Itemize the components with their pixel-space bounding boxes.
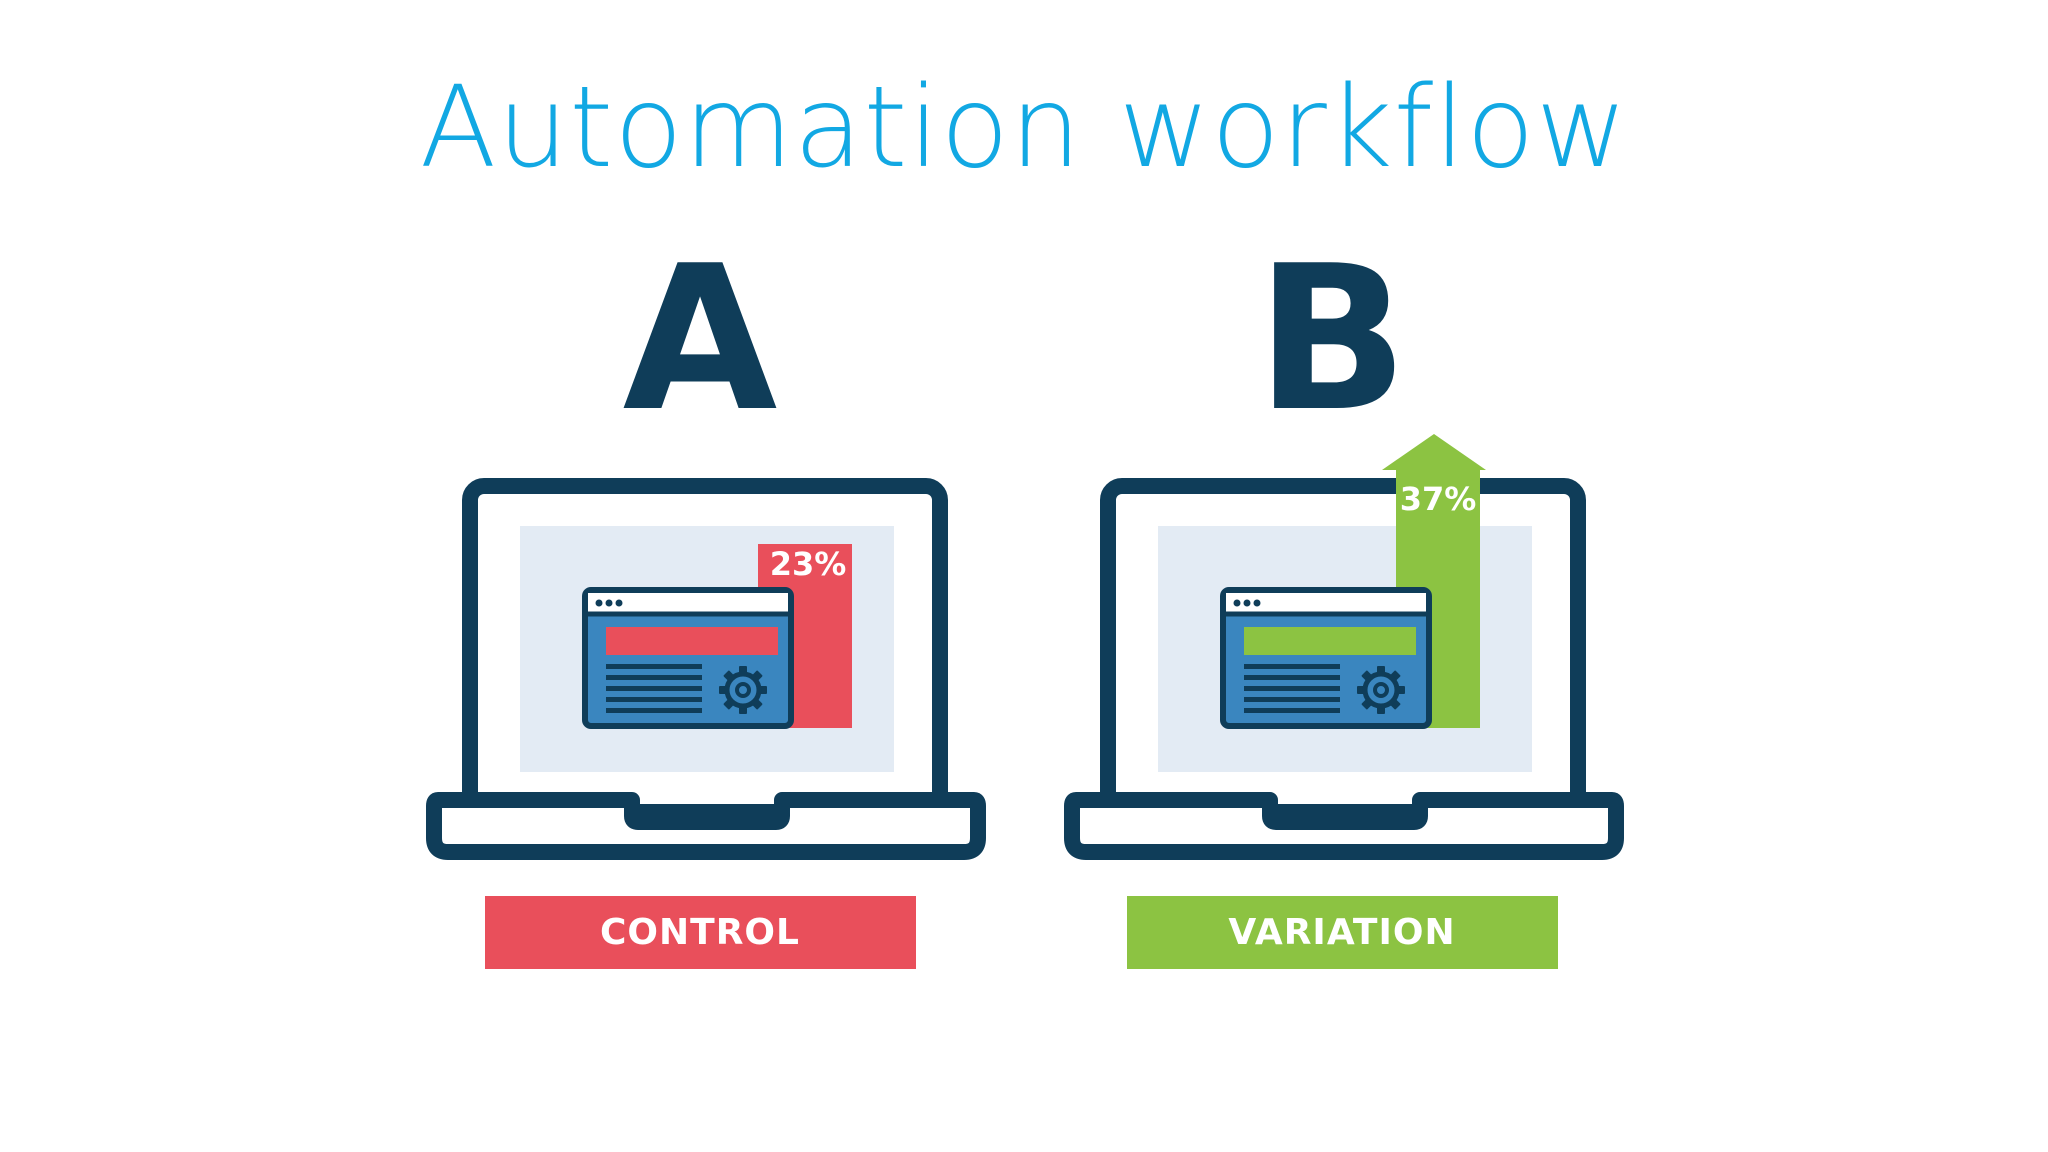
variant-b-percent: 37% bbox=[1400, 480, 1477, 518]
variant-b-letter: B bbox=[1256, 223, 1408, 456]
control-label-box bbox=[485, 896, 916, 969]
variation-label: VARIATION bbox=[1228, 912, 1455, 953]
browser-window-b-icon bbox=[1220, 587, 1432, 729]
browser-window-a-icon bbox=[582, 587, 794, 729]
laptop-a-base bbox=[426, 792, 986, 860]
laptop-b-base bbox=[1064, 792, 1624, 860]
variant-a: A 23% bbox=[426, 223, 986, 969]
variation-label-box bbox=[1127, 896, 1558, 969]
browser-b-banner bbox=[1244, 627, 1416, 655]
gear-icon bbox=[719, 666, 767, 714]
variant-b: B 37% bbox=[1064, 223, 1624, 969]
variant-a-letter: A bbox=[623, 223, 778, 456]
control-label: CONTROL bbox=[600, 912, 800, 953]
variant-a-percent: 23% bbox=[770, 545, 847, 583]
browser-a-banner bbox=[606, 627, 778, 655]
gear-icon bbox=[1357, 666, 1405, 714]
page-title: Automation workflow bbox=[419, 63, 1629, 193]
